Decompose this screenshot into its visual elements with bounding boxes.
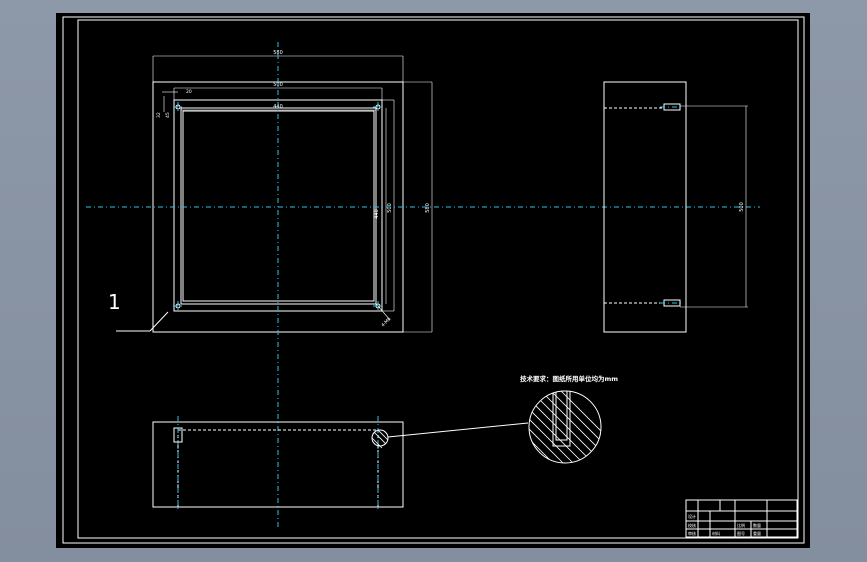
- title-cell-material: 材料: [712, 530, 720, 536]
- title-cell-review: 审核: [688, 530, 696, 536]
- dim-mid-width: 500: [273, 82, 283, 88]
- top-view-groove-inner: [180, 107, 377, 305]
- drawing-sheet: [56, 13, 810, 548]
- title-cell-qty: 数量: [753, 522, 761, 528]
- part-callout-number: 1: [108, 290, 121, 314]
- front-view: [152, 416, 529, 512]
- title-cell-check: 校核: [688, 522, 696, 528]
- dim-corner-label: 45: [165, 112, 171, 118]
- title-cell-drawing-no: 图号: [737, 530, 745, 536]
- technical-requirement: 技术要求：图纸所用单位均为mm: [520, 374, 618, 383]
- title-cell-weight: 重量: [753, 530, 761, 536]
- front-view-outline: [152, 421, 404, 508]
- title-cell-design: 设计: [688, 513, 696, 519]
- title-block: 设计 校核 审核 比例 数量 材料 图号 重量: [685, 499, 798, 538]
- dim-outer-width: 580: [273, 50, 283, 56]
- dim-corner-offset: 32: [156, 112, 162, 118]
- dim-inner-width: 440: [273, 104, 283, 110]
- callout-leader: [149, 311, 169, 332]
- dim-side-height: 500: [739, 202, 745, 212]
- dim-outer-height: 580: [425, 203, 431, 213]
- title-cell-scale: 比例: [737, 522, 745, 528]
- dim-corner-small: 20: [186, 89, 192, 95]
- top-view-groove-outer: [173, 99, 383, 312]
- side-view-outline: [603, 81, 687, 333]
- sheet-inner-border: [77, 19, 799, 539]
- dim-mid-height: 500: [387, 203, 393, 213]
- side-view: 500: [603, 81, 748, 333]
- dim-inner-height: 440: [374, 209, 380, 219]
- top-view-pocket: [182, 110, 375, 302]
- detail-leader: [387, 422, 529, 438]
- detail-circle: [528, 390, 602, 464]
- sheet-outer-border: [62, 16, 805, 544]
